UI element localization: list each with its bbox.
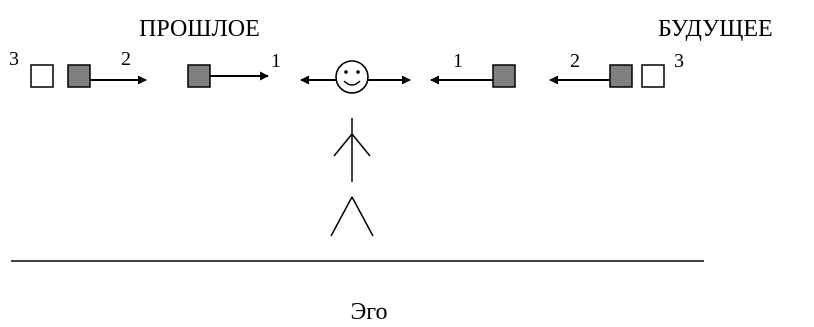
number-left-2: 2 (121, 48, 131, 70)
number-left-3: 3 (9, 48, 19, 70)
stick-figure-body (333, 118, 371, 182)
empty-box-left (30, 64, 54, 88)
future-label: БУДУЩЕЕ (658, 16, 773, 42)
empty-box-right (641, 64, 665, 88)
filled-box-right-1 (492, 64, 516, 88)
number-left-1: 1 (271, 50, 281, 72)
smiley-face-icon (335, 60, 369, 94)
stick-figure-legs (330, 196, 374, 237)
past-label: ПРОШЛОЕ (139, 16, 260, 42)
filled-box-left-1 (187, 64, 211, 88)
number-right-3: 3 (674, 50, 684, 72)
number-right-2: 2 (570, 50, 580, 72)
filled-box-right-2 (609, 64, 633, 88)
ego-label: Эго (350, 299, 387, 325)
filled-box-left-2 (67, 64, 91, 88)
number-right-1: 1 (453, 50, 463, 72)
